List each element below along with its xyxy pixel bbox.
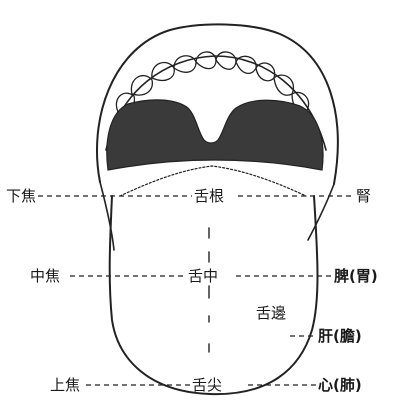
lower-lip-right bbox=[308, 184, 334, 240]
throat-dark-area bbox=[107, 100, 323, 170]
label-lower-jiao: 下焦 bbox=[6, 187, 36, 205]
tongue-outline bbox=[110, 196, 318, 394]
label-spleen-stomach: 脾(胃) bbox=[334, 267, 378, 285]
label-kidney: 腎 bbox=[356, 187, 371, 205]
label-upper-jiao: 上焦 bbox=[50, 376, 80, 394]
label-tongue-tip: 舌尖 bbox=[192, 376, 222, 394]
label-tongue-middle: 舌中 bbox=[188, 267, 218, 285]
label-middle-jiao: 中焦 bbox=[30, 267, 60, 285]
label-liver-gallbladder: 肝(膽) bbox=[318, 327, 362, 345]
label-tongue-edge: 舌邊 bbox=[256, 304, 286, 322]
label-heart-lung: 心(肺) bbox=[318, 376, 362, 394]
label-tongue-root: 舌根 bbox=[194, 187, 224, 205]
